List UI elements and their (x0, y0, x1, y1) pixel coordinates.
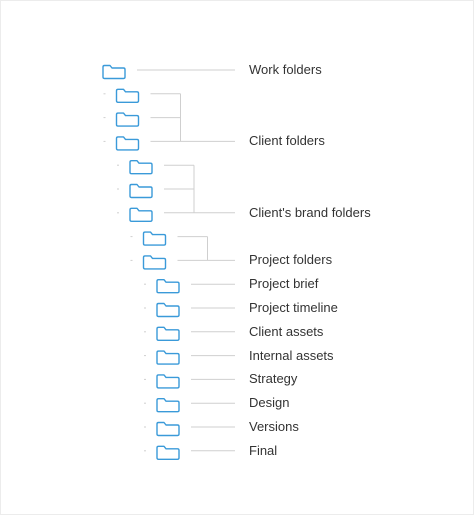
folder-icon (115, 136, 140, 151)
folder-label: Work folders (249, 62, 322, 77)
folder-icon (156, 302, 180, 318)
folder-label: Project folders (249, 252, 333, 268)
folder-label: Internal assets (249, 347, 334, 363)
folder-label: Strategy (249, 371, 298, 387)
folder-label: Versions (249, 419, 299, 434)
folder-icon (156, 398, 180, 413)
folder-icon (156, 350, 180, 365)
folder-label: Design (249, 395, 290, 411)
folder-icon (129, 160, 153, 175)
folder-label: Client's brand folders (249, 204, 371, 220)
folder-icon (142, 231, 167, 246)
folder-icon (102, 64, 126, 80)
folder-icon (156, 421, 180, 437)
folder-label: Client assets (249, 323, 324, 339)
folder-icon (115, 88, 140, 103)
folder-icon (156, 326, 180, 341)
folder-icon (129, 183, 153, 199)
folder-label: Project brief (249, 276, 319, 292)
folder-icon (156, 445, 180, 460)
folder-label: Client folders (249, 133, 325, 149)
folder-label: Final (249, 442, 278, 458)
folder-label: Project timeline (249, 300, 338, 315)
folder-icon (142, 255, 167, 270)
folder-icon (129, 207, 153, 222)
folder-icon (156, 279, 180, 294)
folder-icon (156, 374, 180, 389)
folder-icon (115, 112, 140, 127)
